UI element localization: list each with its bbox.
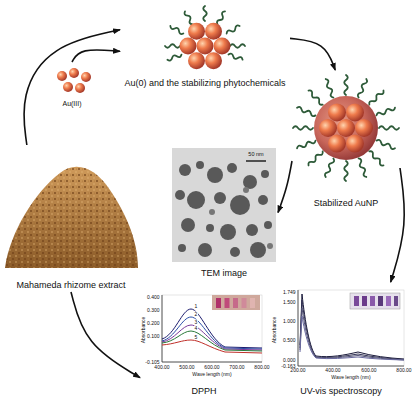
axis-tick: 1.749 bbox=[282, 290, 296, 295]
scale-bar-label: 50 nm bbox=[248, 152, 264, 158]
axis-tick: 700.00 bbox=[229, 365, 245, 370]
axis-tick: 0.300 bbox=[146, 308, 160, 313]
flow-arrow bbox=[278, 161, 292, 213]
axis-title: Absorbance bbox=[272, 316, 277, 344]
uvvis-chart bbox=[298, 290, 404, 366]
axis-tick: 600.00 bbox=[204, 365, 220, 370]
axis-tick: 0.000 bbox=[282, 357, 296, 362]
stage-label: Au(III) bbox=[48, 62, 96, 110]
axis-tick: 200.00 bbox=[290, 368, 306, 373]
node-label: Mahameda rhizome extract bbox=[16, 280, 125, 290]
axis-tick: 600.00 bbox=[361, 368, 377, 373]
node-label: UV-vis spectroscopy bbox=[300, 386, 382, 396]
node-label: TEM image bbox=[201, 268, 247, 278]
axis-tick: 800.00 bbox=[396, 368, 412, 373]
axis-title: Wave length (nm) bbox=[331, 375, 371, 380]
stage-label: Stabilized AuNP bbox=[292, 70, 400, 210]
flow-arrow bbox=[290, 38, 335, 70]
stabilized-nanoparticle bbox=[293, 75, 399, 181]
au3-ions bbox=[57, 68, 91, 93]
axis-tick: 400.00 bbox=[154, 365, 170, 370]
axis-tick: 0.500 bbox=[282, 338, 296, 343]
axis-tick: 0.400 bbox=[146, 295, 160, 300]
stage-label: Mahameda rhizome extract bbox=[2, 145, 140, 292]
stage-label: Au(0) and the stabilizing phytochemicals bbox=[120, 4, 290, 90]
stage-label: TEM image bbox=[170, 145, 278, 280]
curve-number: 1 bbox=[194, 303, 198, 308]
node-label: Stabilized AuNP bbox=[314, 198, 379, 208]
flow-arrow bbox=[71, 292, 140, 378]
flow-arrow bbox=[72, 50, 120, 62]
node-label: DPPH bbox=[191, 386, 216, 396]
dpph-chart bbox=[162, 295, 262, 362]
axis-title: Absorbance bbox=[141, 316, 146, 344]
node-label: Au(III) bbox=[62, 100, 81, 108]
au0-cluster bbox=[165, 6, 245, 69]
axis-tick: -0.105 bbox=[145, 360, 160, 365]
curve-number: 5 bbox=[194, 334, 198, 339]
axis-tick: 500.00 bbox=[179, 365, 195, 370]
axis-tick: 0.200 bbox=[146, 321, 160, 326]
tem-micrograph bbox=[172, 148, 276, 262]
extract-powder bbox=[5, 167, 138, 268]
axis-title: Wave length (nm) bbox=[192, 372, 232, 377]
axis-tick: 1.500 bbox=[282, 299, 296, 304]
axis-tick: 800.00 bbox=[254, 365, 270, 370]
curve-number: 2 bbox=[194, 311, 198, 316]
stage-label: DPPH bbox=[140, 285, 268, 398]
node-label: Au(0) and the stabilizing phytochemicals bbox=[124, 78, 285, 88]
curve-number: 3 bbox=[194, 319, 198, 324]
axis-tick: 1.000 bbox=[282, 319, 296, 324]
axis-tick: 0.100 bbox=[146, 334, 160, 339]
flow-arrow bbox=[24, 30, 120, 145]
axis-tick: 400.00 bbox=[325, 368, 341, 373]
curve-number: 4 bbox=[194, 325, 198, 330]
flow-arrow bbox=[391, 168, 405, 282]
